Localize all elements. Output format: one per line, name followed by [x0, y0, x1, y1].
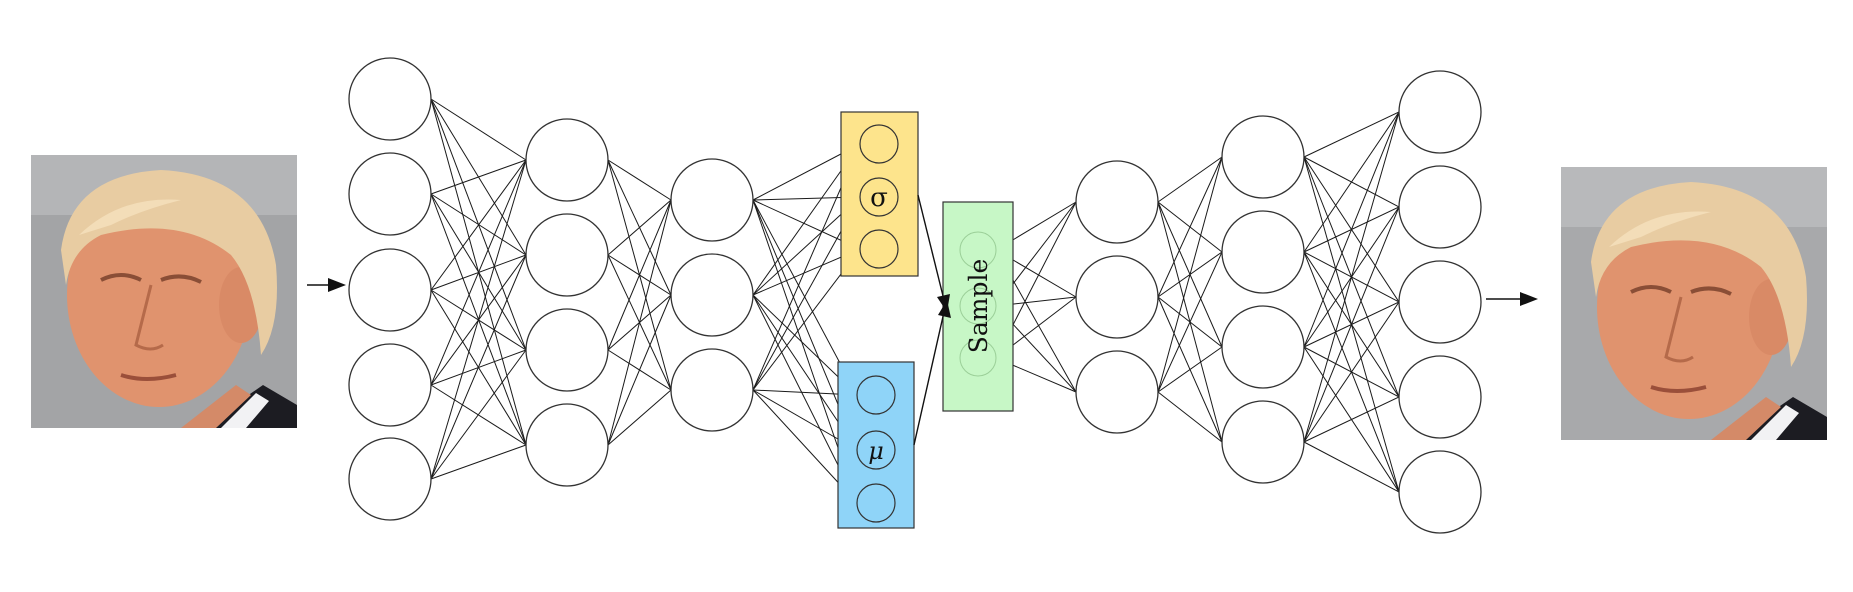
network-edge [607, 199, 672, 256]
network-edge [1303, 111, 1400, 443]
mu-neuron [856, 430, 896, 470]
sigma-neuron [859, 124, 899, 164]
decoder-layer-2-neuron [1221, 400, 1305, 484]
network-edge [1303, 111, 1400, 158]
output-arrow [1486, 292, 1538, 306]
network-edge [430, 159, 527, 480]
sample-neuron [959, 339, 997, 377]
decoder-layer-3-neuron [1398, 165, 1482, 249]
network-edge [607, 389, 672, 446]
network-edge [1157, 251, 1223, 393]
encoder-layer-3-neuron [670, 253, 754, 337]
network-edge [1303, 441, 1400, 493]
input-image [31, 155, 297, 428]
network-edges [430, 98, 1400, 504]
input-arrow [307, 278, 346, 292]
network-edge [1303, 111, 1400, 253]
network-edge [430, 98, 527, 161]
encoder-layer-1-neuron [348, 152, 432, 236]
mu-neuron [856, 375, 896, 415]
network-edge [1303, 396, 1400, 443]
network-edge [430, 159, 527, 291]
decoder-layer-3-neuron [1398, 260, 1482, 344]
output-image [1561, 167, 1827, 440]
network-edge [1157, 156, 1223, 393]
network-neurons [348, 57, 1482, 534]
mu-neuron [856, 483, 896, 523]
encoder-layer-3-neuron [670, 158, 754, 242]
network-edge [1303, 111, 1400, 348]
sample-neuron [959, 231, 997, 269]
decoder-layer-2-neuron [1221, 305, 1305, 389]
network-edge [430, 254, 527, 480]
encoder-layer-2-neuron [525, 118, 609, 202]
encoder-layer-1-neuron [348, 343, 432, 427]
decoder-layer-3-neuron [1398, 355, 1482, 439]
decoder-layer-2-neuron [1221, 115, 1305, 199]
network-edge [1157, 156, 1223, 203]
network-edge [430, 159, 527, 386]
sigma-neuron [859, 229, 899, 269]
encoder-layer-2-neuron [525, 308, 609, 392]
network-edge [607, 159, 672, 201]
mu-label: μ [868, 437, 884, 465]
decoder-layer-3-neuron [1398, 70, 1482, 154]
decoder-layer-3-neuron [1398, 450, 1482, 534]
encoder-layer-2-neuron [525, 213, 609, 297]
decoder-layer-1-neuron [1075, 160, 1159, 244]
network-edge [1157, 391, 1223, 443]
sample-neuron [959, 287, 997, 325]
network-edge [1157, 156, 1223, 298]
mu-to-sample-arrow [913, 300, 951, 446]
network-edge [1303, 301, 1400, 443]
network-edge [607, 199, 672, 446]
decoder-layer-1-neuron [1075, 255, 1159, 339]
encoder-layer-2-neuron [525, 403, 609, 487]
encoder-layer-1-neuron [348, 57, 432, 141]
face-photo-icon [1561, 167, 1827, 440]
network-edge [430, 159, 527, 195]
encoder-layer-3-neuron [670, 348, 754, 432]
network-edge [1157, 346, 1223, 393]
encoder-layer-1-neuron [348, 437, 432, 521]
network-edge [1303, 206, 1400, 443]
decoder-layer-2-neuron [1221, 210, 1305, 294]
sigma-label: σ [870, 183, 888, 213]
network-edge [430, 349, 527, 480]
face-photo-icon [31, 155, 297, 428]
sigma-neuron [859, 177, 899, 217]
sample-label: Sample [964, 259, 993, 354]
network-edge [607, 199, 672, 351]
encoder-layer-1-neuron [348, 248, 432, 332]
decoder-layer-1-neuron [1075, 350, 1159, 434]
network-edge [430, 444, 527, 480]
network-edge [607, 294, 672, 446]
